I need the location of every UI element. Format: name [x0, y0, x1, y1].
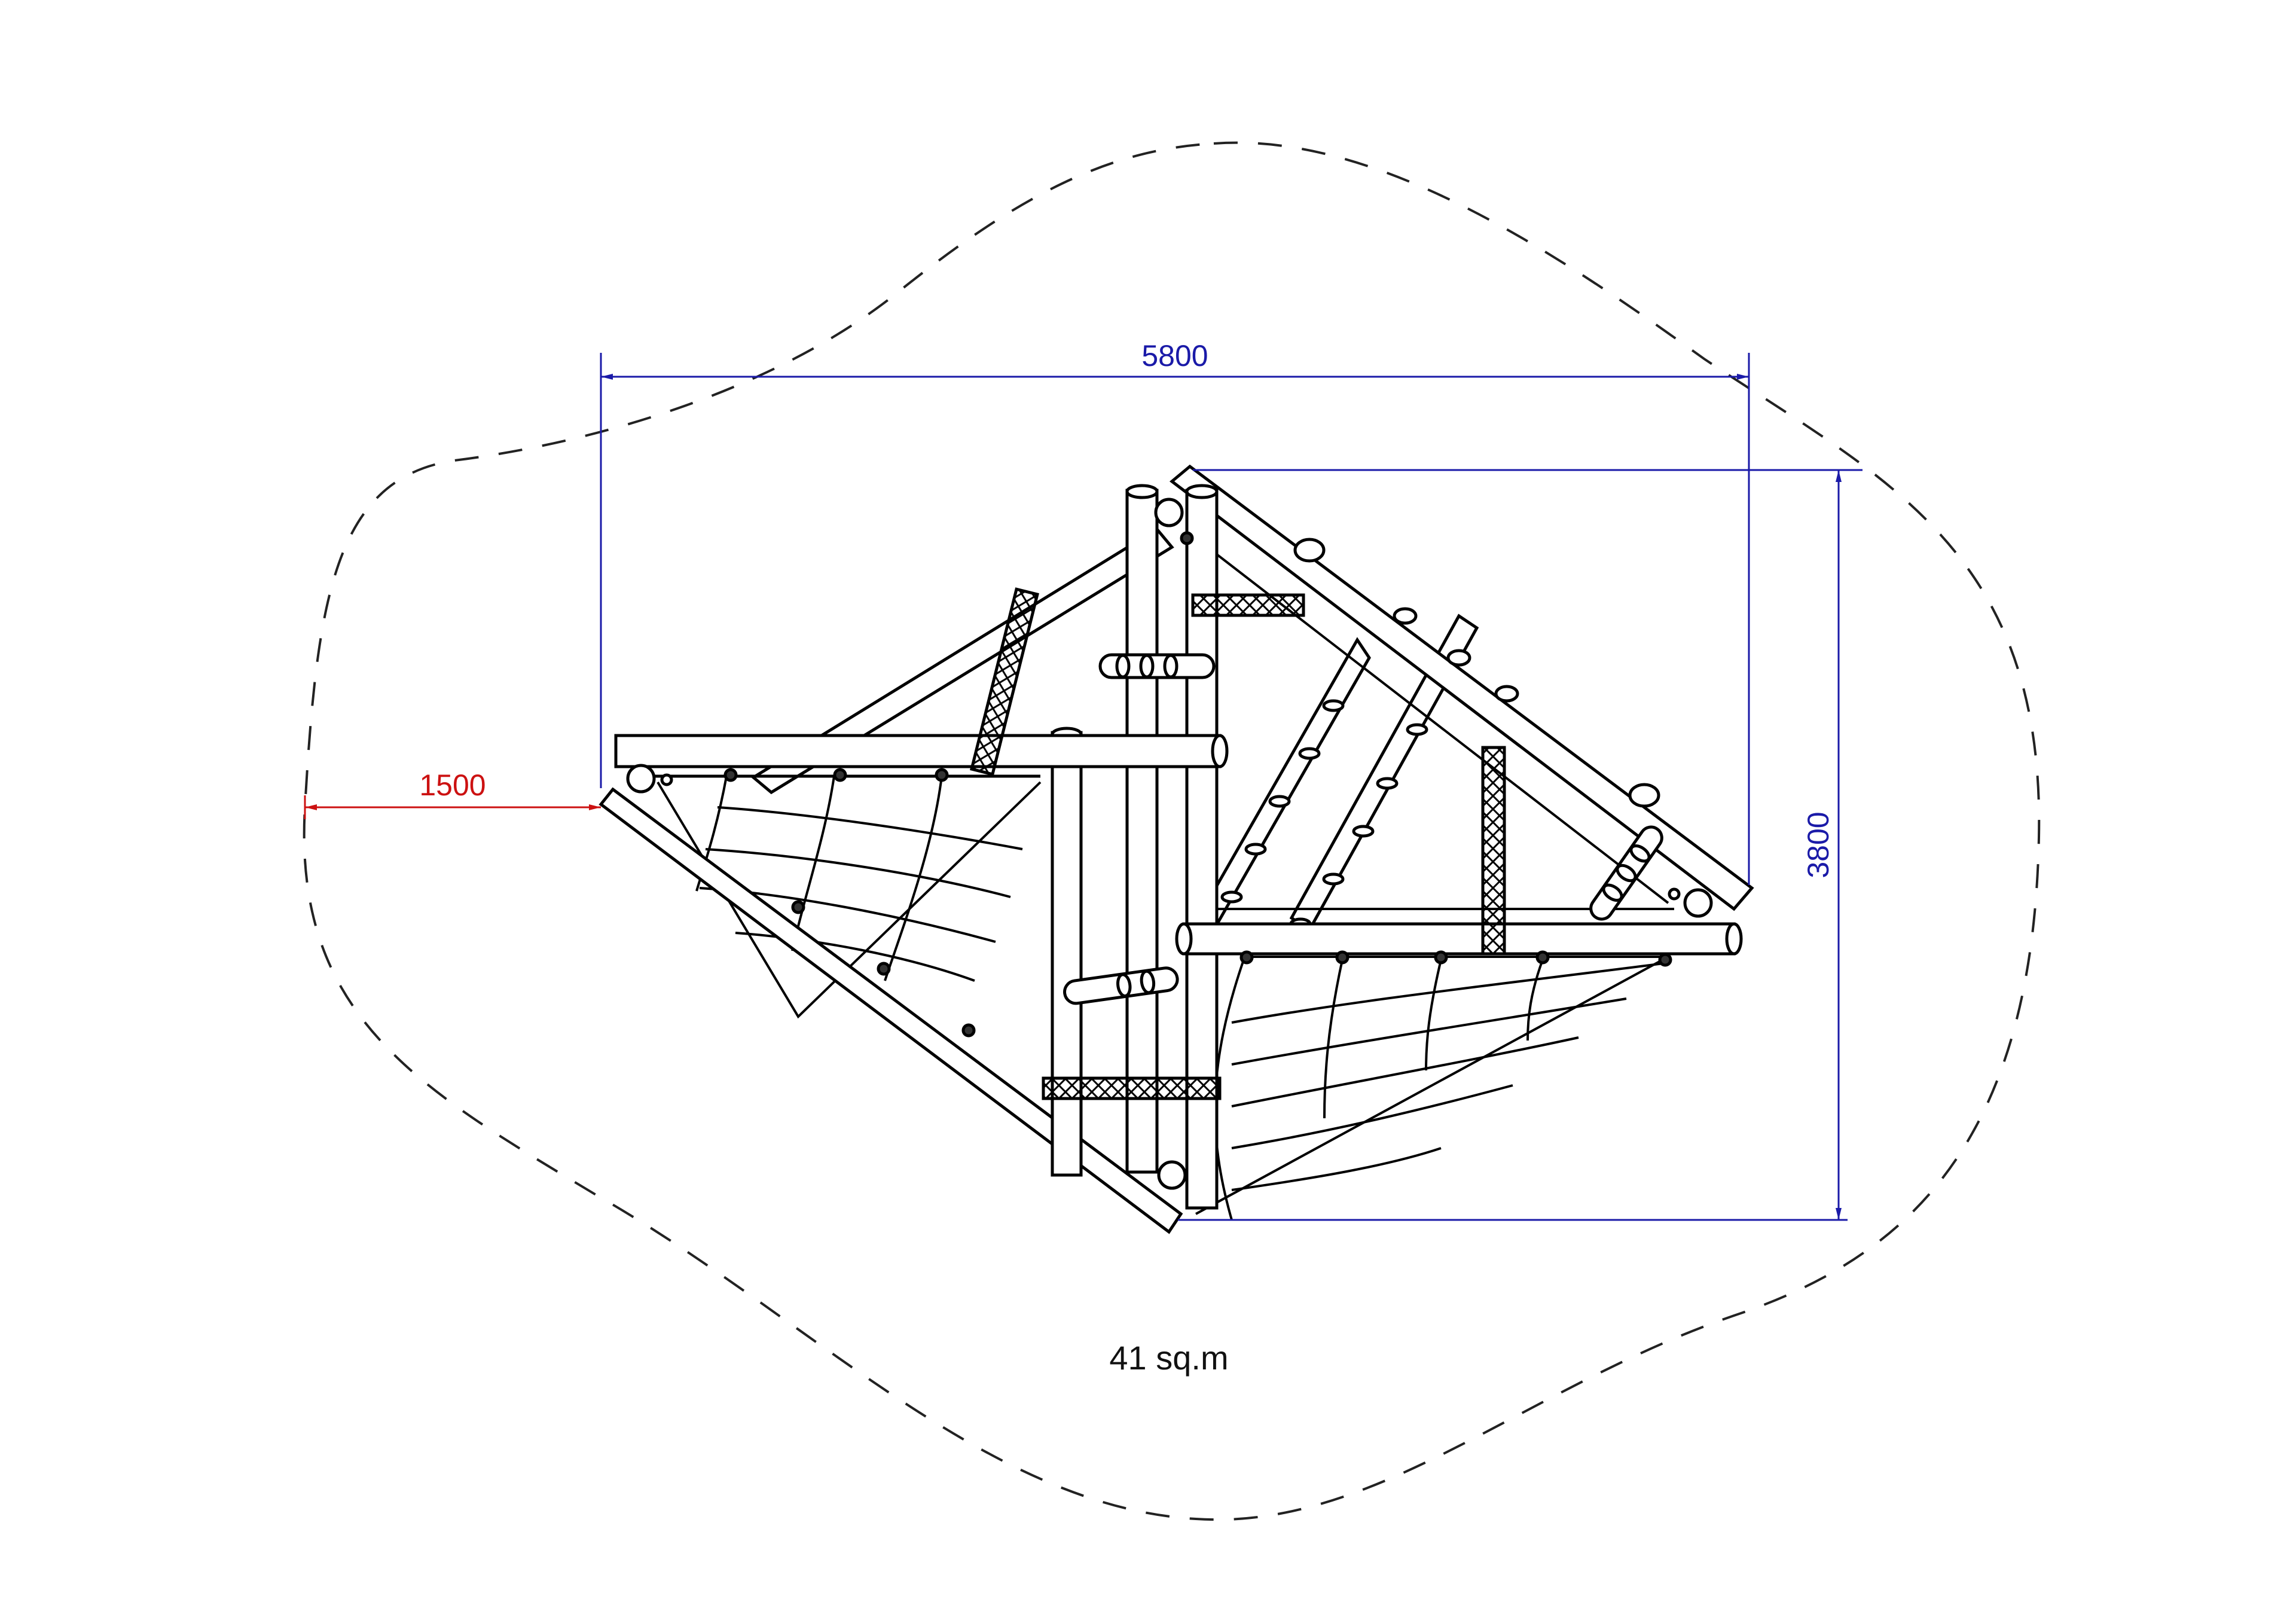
height-dimension: 3800	[1178, 469, 1863, 1221]
width-dimension-label: 5800	[1141, 339, 1208, 373]
lattice-bars	[970, 587, 1506, 1100]
horizontal-beam-lower	[1175, 922, 1743, 956]
climbing-frame	[599, 464, 1754, 1234]
height-dimension-label: 3800	[1802, 811, 1835, 878]
right-climbing-net	[1195, 956, 1669, 1221]
area-label: 41 sq.m	[1109, 1339, 1228, 1377]
joint-caps	[626, 498, 1713, 1190]
safety-zone-outline	[303, 141, 2041, 1521]
diagonal-beam-left-lower	[599, 787, 1183, 1234]
width-dimension: 5800	[600, 339, 1750, 885]
upper-ladder	[1200, 614, 1479, 933]
diagonal-beam-top	[1169, 464, 1754, 911]
clearance-dimension-label: 1500	[419, 768, 486, 802]
clearance-dimension: 1500	[304, 768, 601, 819]
side-handles	[1063, 653, 1663, 1005]
